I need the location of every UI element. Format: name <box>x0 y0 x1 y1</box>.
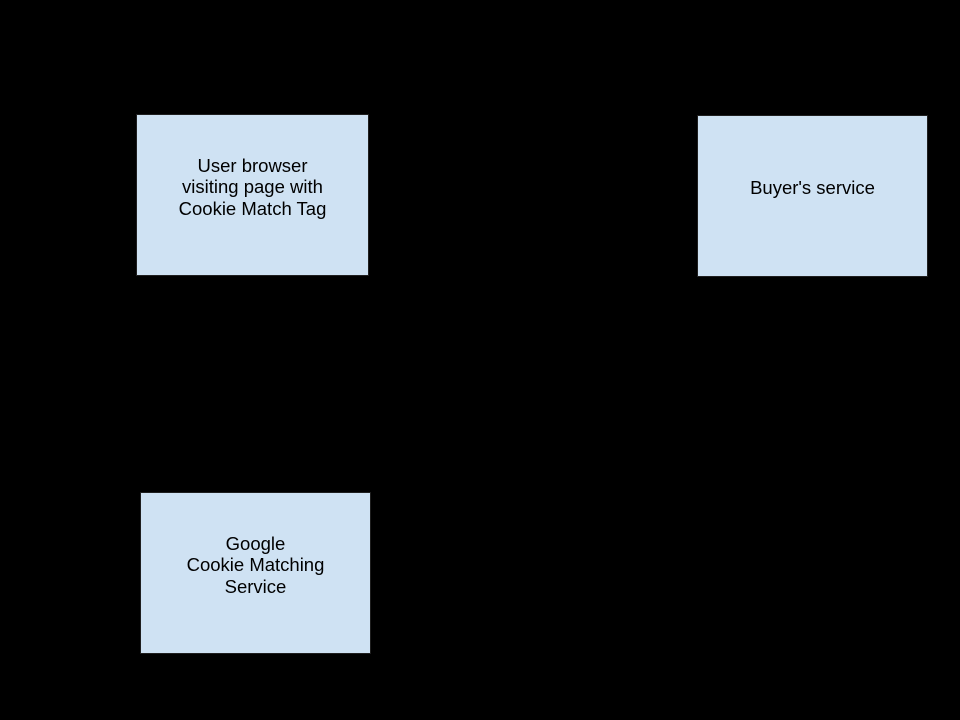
box-buyers-service-label: Buyer's service <box>750 177 875 199</box>
box-label-line: User browser <box>197 154 308 176</box>
box-label-line: Google <box>225 532 286 554</box>
box-label-line: Service <box>224 575 287 597</box>
box-google-cookie-matching-service-label: Google Cookie Matching Service <box>187 533 325 598</box>
box-label-line: Cookie Match Tag <box>178 197 327 219</box>
box-user-browser: User browser visiting page with Cookie M… <box>136 114 369 276</box>
box-label-line: visiting page with <box>182 176 323 198</box>
box-google-cookie-matching-service: Google Cookie Matching Service <box>140 492 371 654</box>
box-label-line: Cookie Matching <box>186 554 325 576</box>
box-label-line: Buyer's service <box>750 177 875 199</box>
box-buyers-service: Buyer's service <box>697 115 928 277</box>
box-user-browser-label: User browser visiting page with Cookie M… <box>179 155 327 220</box>
